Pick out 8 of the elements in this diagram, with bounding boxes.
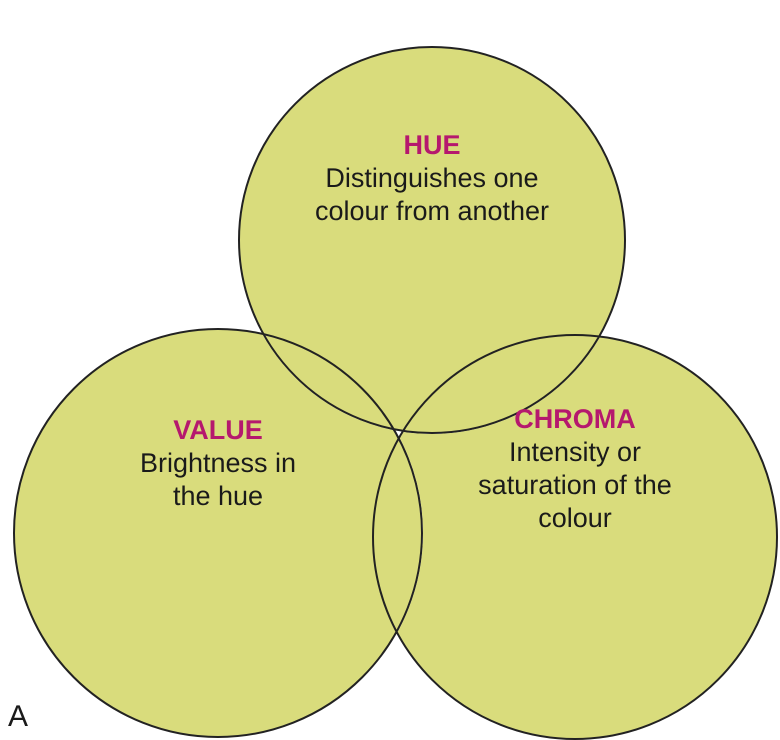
- circle-heading: HUE: [402, 129, 462, 162]
- circle-heading: VALUE: [172, 414, 264, 447]
- circle-description: Intensity or saturation of the colour: [477, 436, 673, 535]
- circle-description: Distinguishes one colour from another: [314, 162, 550, 228]
- panel-letter: A: [8, 700, 28, 734]
- circle-heading: CHROMA: [513, 403, 637, 436]
- circle-description: Brightness in the hue: [138, 447, 298, 513]
- chroma-circle: [372, 334, 778, 740]
